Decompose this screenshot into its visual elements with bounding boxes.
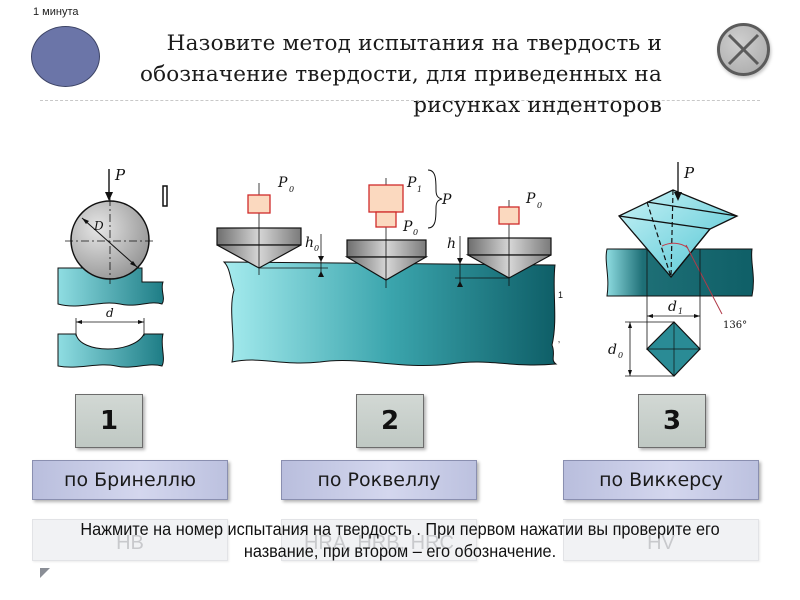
brinell-indenter-figure: P D d (57, 166, 168, 368)
svg-text:0: 0 (413, 228, 418, 237)
svg-text:0: 0 (314, 244, 319, 253)
instruction-text: Нажмите на номер испытания на твердость … (80, 519, 720, 561)
test-1-button[interactable]: 1 (75, 394, 143, 448)
svg-text:1: 1 (678, 307, 683, 316)
play-marker-icon[interactable] (40, 568, 50, 578)
rockwell-indenter-figure: P 0 h 0 P 1 P 0 P P 0 h 1 ‚ (216, 169, 563, 367)
imprint-diameter-label: d (106, 306, 114, 320)
designation-rockwell[interactable]: HRA, HRB, HRC (281, 519, 477, 561)
svg-text:d: d (608, 342, 617, 358)
svg-text:P: P (525, 191, 536, 207)
svg-text:h: h (305, 235, 314, 251)
specimen (222, 261, 558, 367)
angle-label: 136° (723, 320, 747, 331)
preload-weight-mid (375, 211, 397, 228)
specimen (605, 248, 754, 297)
force-label: P (114, 166, 126, 184)
svg-text:h: h (447, 236, 456, 252)
ball-diameter-label: D (93, 219, 104, 233)
svg-text:d: d (668, 299, 677, 315)
svg-text:0: 0 (537, 201, 542, 210)
svg-text:P: P (441, 192, 452, 208)
timer-label: 1 минута (33, 6, 79, 18)
vickers-indenter-figure: P 136° d 1 d 0 (605, 162, 754, 377)
method-name-brinell[interactable]: по Бринеллю (32, 460, 228, 500)
close-x-icon (727, 33, 760, 66)
svg-text:P: P (277, 175, 288, 191)
svg-text:P: P (683, 164, 695, 182)
preload-weight-left (247, 194, 271, 214)
specimen-top (57, 267, 164, 307)
svg-text:1: 1 (417, 185, 422, 194)
timer-indicator (31, 26, 100, 87)
designation-vickers[interactable]: HV (563, 519, 759, 561)
main-load-weight (368, 184, 404, 213)
preload-weight-right (498, 206, 520, 225)
svg-text:P: P (406, 175, 417, 191)
test-2-button[interactable]: 2 (356, 394, 424, 448)
svg-text:P: P (402, 219, 413, 235)
svg-text:0: 0 (618, 351, 623, 360)
svg-text:0: 0 (289, 185, 294, 194)
designation-brinell[interactable]: HB (32, 519, 228, 561)
method-name-vickers[interactable]: по Виккерсу (563, 460, 759, 500)
title-divider (40, 100, 760, 101)
svg-text:1: 1 (558, 290, 563, 300)
close-button[interactable] (717, 23, 770, 76)
test-3-button[interactable]: 3 (638, 394, 706, 448)
method-name-rockwell[interactable]: по Роквеллу (281, 460, 477, 500)
svg-text:‚: ‚ (558, 334, 560, 344)
imprint-specimen (57, 333, 164, 368)
page-title: Назовите метод испытания на твердость и … (139, 31, 662, 118)
